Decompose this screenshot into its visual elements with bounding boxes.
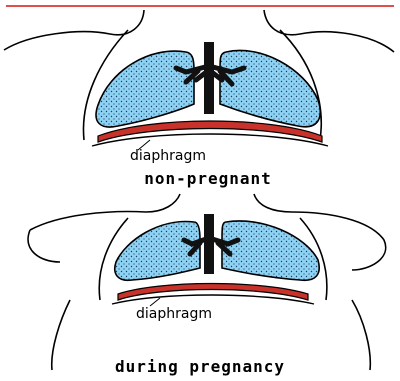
panel-non-pregnant: diaphragm non-pregnant (4, 10, 394, 188)
diaphragm-leader-pregnant (150, 298, 160, 306)
panel-during-pregnancy: diaphragm during pregnancy (28, 194, 386, 376)
right-lung-pregnant (222, 221, 319, 280)
caption-during-pregnancy: during pregnancy (115, 357, 285, 376)
abdomen-line (92, 134, 328, 146)
trachea (204, 42, 214, 114)
left-lung (96, 51, 194, 127)
trachea-pregnant (204, 214, 214, 274)
diaphragm-label: diaphragm (130, 148, 206, 164)
caption-non-pregnant: non-pregnant (144, 169, 272, 188)
left-lung-pregnant (115, 222, 200, 281)
abdomen-line-pregnant (112, 295, 314, 304)
diaphragm-label-pregnant: diaphragm (136, 306, 212, 322)
